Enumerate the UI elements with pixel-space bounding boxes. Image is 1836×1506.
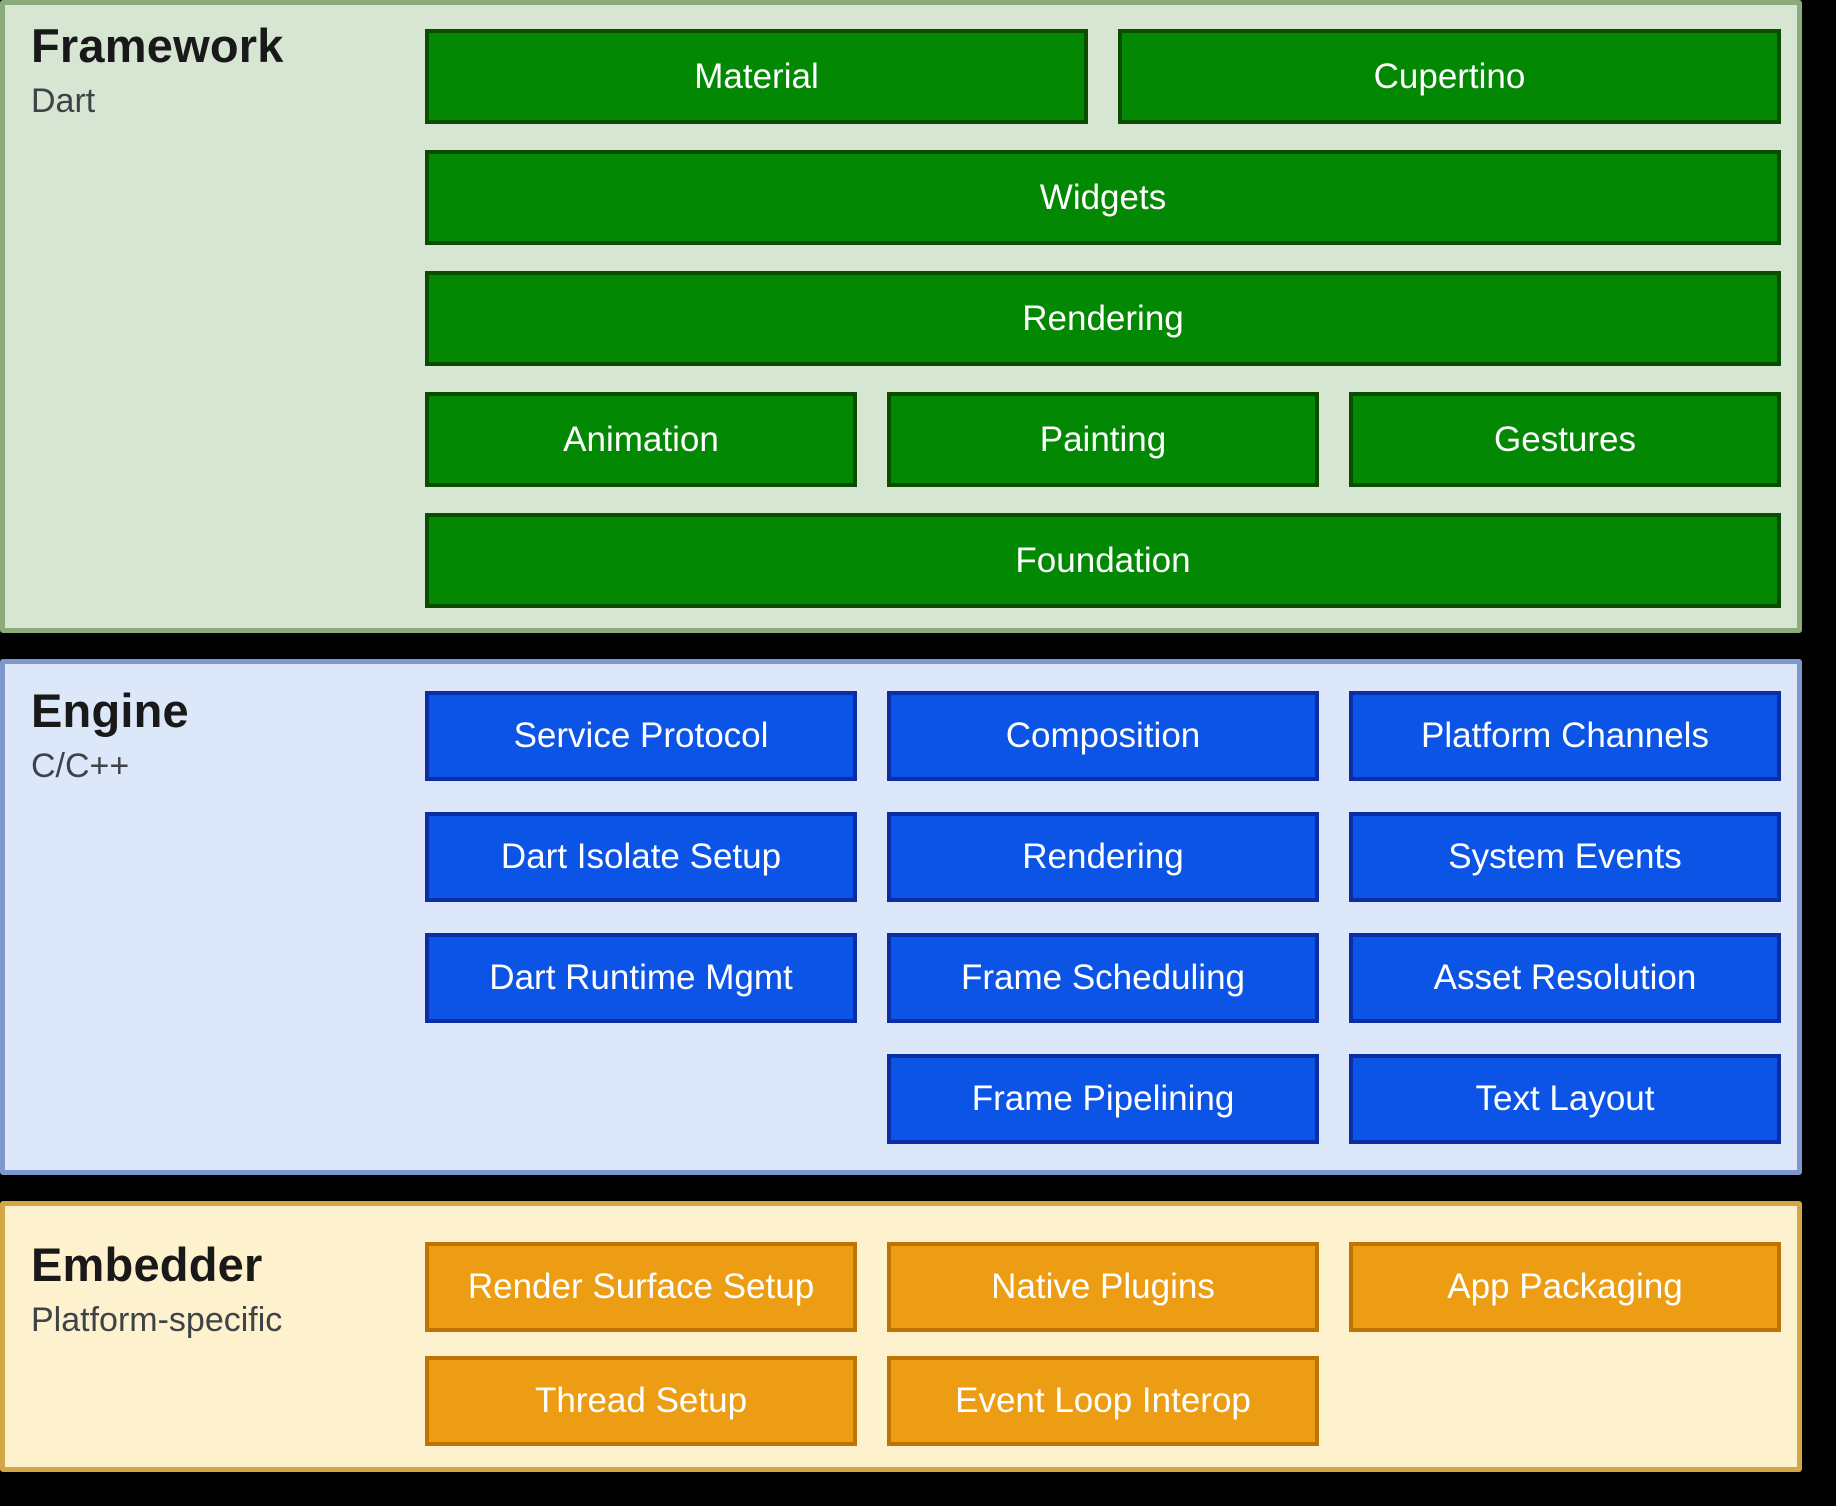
box-asset-resolution: Asset Resolution <box>1349 933 1781 1023</box>
layer-panel-embedder: Embedder Platform-specific Render Surfac… <box>0 1201 1821 1487</box>
box-composition: Composition <box>887 691 1319 781</box>
box-thread-setup: Thread Setup <box>425 1356 857 1446</box>
box-app-packaging: App Packaging <box>1349 1242 1781 1332</box>
framework-row-2: Widgets <box>425 150 1781 245</box>
engine-title: Engine <box>31 684 189 737</box>
engine-label-group: Engine C/C++ <box>5 664 425 1170</box>
embedder-grid: Render Surface Setup Native Plugins App … <box>425 1242 1781 1446</box>
box-rendering-engine: Rendering <box>887 812 1319 902</box>
box-dart-runtime-mgmt: Dart Runtime Mgmt <box>425 933 857 1023</box>
embedder-subtitle: Platform-specific <box>31 1301 283 1340</box>
box-render-surface-setup: Render Surface Setup <box>425 1242 857 1332</box>
box-rendering-framework: Rendering <box>425 271 1781 366</box>
box-frame-pipelining: Frame Pipelining <box>887 1054 1319 1144</box>
box-text-layout: Text Layout <box>1349 1054 1781 1144</box>
framework-row-5: Foundation <box>425 513 1781 608</box>
box-gestures: Gestures <box>1349 392 1781 487</box>
framework-label-group: Framework Dart <box>5 5 425 628</box>
engine-boxes: Service Protocol Composition Platform Ch… <box>425 664 1797 1170</box>
engine-subtitle: C/C++ <box>31 747 130 786</box>
box-animation: Animation <box>425 392 857 487</box>
framework-boxes: Material Cupertino Widgets Rendering Ani… <box>425 5 1797 628</box>
box-event-loop-interop: Event Loop Interop <box>887 1356 1319 1446</box>
box-painting: Painting <box>887 392 1319 487</box>
framework-title: Framework <box>31 19 284 72</box>
box-platform-channels: Platform Channels <box>1349 691 1781 781</box>
framework-subtitle: Dart <box>31 82 96 121</box>
framework-row-1: Material Cupertino <box>425 29 1781 124</box>
box-dart-isolate-setup: Dart Isolate Setup <box>425 812 857 902</box>
layer-panel-engine: Engine C/C++ Service Protocol Compositio… <box>0 659 1821 1190</box>
box-native-plugins: Native Plugins <box>887 1242 1319 1332</box>
box-system-events: System Events <box>1349 812 1781 902</box>
embedder-boxes: Render Surface Setup Native Plugins App … <box>425 1206 1797 1467</box>
framework-row-4: Animation Painting Gestures <box>425 392 1781 487</box>
engine-grid: Service Protocol Composition Platform Ch… <box>425 691 1781 1144</box>
box-cupertino: Cupertino <box>1118 29 1781 124</box>
layer-panel-framework: Framework Dart Material Cupertino Widget… <box>0 0 1821 648</box>
box-foundation: Foundation <box>425 513 1781 608</box>
framework-row-3: Rendering <box>425 271 1781 366</box>
embedder-title: Embedder <box>31 1238 263 1291</box>
box-material: Material <box>425 29 1088 124</box>
embedder-label-group: Embedder Platform-specific <box>5 1206 425 1467</box>
box-widgets: Widgets <box>425 150 1781 245</box>
box-frame-scheduling: Frame Scheduling <box>887 933 1319 1023</box>
box-service-protocol: Service Protocol <box>425 691 857 781</box>
